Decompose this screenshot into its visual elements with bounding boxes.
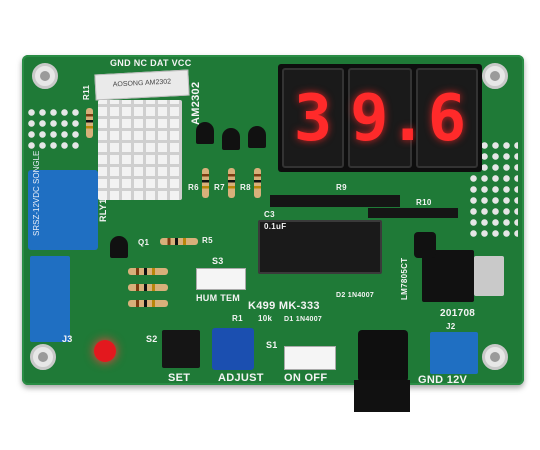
mount-hole-bottom-left <box>30 344 56 370</box>
resistor-row-3 <box>128 300 168 307</box>
sensor-label: AM2302 <box>190 81 202 125</box>
am2302-sensor <box>98 100 182 200</box>
resistor-r6 <box>202 168 209 198</box>
r6-label: R6 <box>188 183 199 192</box>
model-label: K499 MK-333 <box>248 300 320 312</box>
resistor-network-r10 <box>368 208 458 218</box>
transistor-q3 <box>222 128 240 150</box>
r11-label: R11 <box>82 84 91 100</box>
display-digit-3: 6 <box>416 68 478 168</box>
hum-tem-switch[interactable] <box>196 268 246 290</box>
r8-label: R8 <box>240 183 251 192</box>
regulator-heatsink <box>474 256 504 296</box>
s2-label: S2 <box>146 334 158 344</box>
r9-label: R9 <box>336 183 347 192</box>
s1-label: S1 <box>266 340 278 350</box>
on-off-label: ON OFF <box>284 372 328 384</box>
transistor-q2 <box>196 122 214 144</box>
resistor-r11 <box>86 108 93 138</box>
dc-cable <box>354 380 410 412</box>
set-button[interactable] <box>162 330 200 368</box>
c3-value-label: 0.1uF <box>264 222 287 231</box>
adjust-potentiometer[interactable] <box>212 328 254 370</box>
red-led <box>94 340 116 362</box>
display-digit-1: 3 <box>282 68 344 168</box>
transistor-q1 <box>110 236 128 258</box>
dc-jack <box>358 330 408 382</box>
regulator-label: LM7805CT <box>400 257 409 300</box>
j2-label: J2 <box>446 322 456 331</box>
c3-label: C3 <box>264 210 275 219</box>
q1-label: Q1 <box>138 238 150 247</box>
ic-chip <box>258 220 382 274</box>
voltage-regulator <box>422 250 474 302</box>
hum-tem-label: HUM TEM <box>196 293 241 303</box>
resistor-r5 <box>160 238 198 245</box>
resistor-r7 <box>228 168 235 198</box>
r1-value-label: 10k <box>258 314 273 323</box>
mount-hole-bottom-right <box>482 344 508 370</box>
rly1-label: RLY1 <box>98 198 108 222</box>
sensor-cap: AOSONG AM2302 <box>94 69 190 101</box>
terminal-block-j2 <box>430 332 478 374</box>
d2-label: D2 1N4007 <box>336 292 375 299</box>
adjust-label: ADJUST <box>218 372 264 384</box>
j3-label: J3 <box>62 334 73 344</box>
s3-label: S3 <box>212 256 224 266</box>
r10-label: R10 <box>416 198 432 207</box>
resistor-network-r9 <box>270 195 400 207</box>
pad-grid-left <box>26 107 82 153</box>
mount-hole-top-left <box>32 63 58 89</box>
capacitor-c1 <box>414 232 436 258</box>
gnd-12v-label: GND 12V <box>418 374 468 386</box>
r5-label: R5 <box>202 236 213 245</box>
d1-label: D1 1N4007 <box>284 316 323 323</box>
on-off-switch[interactable] <box>284 346 336 370</box>
r7-label: R7 <box>214 183 225 192</box>
terminal-block-j3 <box>30 256 70 342</box>
set-label: SET <box>168 372 191 384</box>
transistor-q4 <box>248 126 266 148</box>
resistor-row-2 <box>128 284 168 291</box>
relay <box>28 170 98 250</box>
mount-hole-top-right <box>482 63 508 89</box>
resistor-r8 <box>254 168 261 198</box>
r1-label: R1 <box>232 314 243 323</box>
relay-text: SRSZ-12VDC SONGLE <box>32 150 41 236</box>
sensor-pin-label: GND NC DAT VCC <box>110 58 192 68</box>
date-code: 201708 <box>440 308 476 319</box>
display-digit-2: 9. <box>348 68 427 168</box>
resistor-row-1 <box>128 268 168 275</box>
